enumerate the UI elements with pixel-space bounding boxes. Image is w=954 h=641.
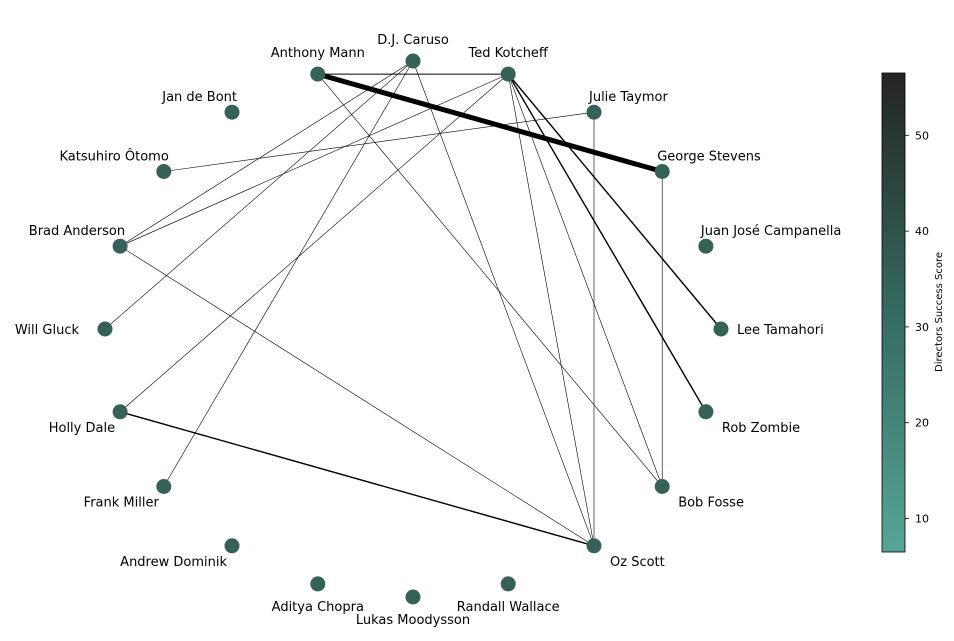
edge-julie-taymor-katsuhiro-otomo: [163, 111, 595, 172]
label-katsuhiro-otomo: Katsuhiro Ôtomo: [60, 149, 169, 165]
colorbar-tick-label-40: 40: [915, 225, 929, 238]
edge-ted-kotcheff-bob-fosse: [507, 73, 663, 487]
node-randall-wallace[interactable]: [500, 576, 516, 592]
node-katsuhiro-otomo[interactable]: [156, 164, 172, 179]
edge-dj-caruso-oz-scott: [412, 60, 595, 546]
label-jan-de-bont: Jan de Bont: [161, 90, 237, 105]
node-rob-zombie[interactable]: [698, 404, 714, 420]
edge-ted-kotcheff-brad-anderson: [119, 73, 509, 247]
label-holly-dale: Holly Dale: [49, 421, 115, 436]
node-juan-jose-campanella[interactable]: [698, 238, 714, 254]
label-oz-scott: Oz Scott: [610, 555, 665, 570]
colorbar-tick-label-10: 10: [915, 513, 929, 526]
node-frank-miller[interactable]: [156, 479, 172, 494]
node-jan-de-bont[interactable]: [224, 104, 240, 120]
label-juan-jose-campanella: Juan José Campanella: [700, 224, 841, 239]
node-george-stevens[interactable]: [654, 164, 670, 179]
label-lee-tamahori: Lee Tamahori: [737, 323, 824, 338]
label-aditya-chopra: Aditya Chopra: [272, 600, 364, 615]
edge-dj-caruso-will-gluck: [104, 60, 414, 330]
node-holly-dale[interactable]: [112, 404, 128, 420]
label-julie-taymor: Julie Taymor: [588, 90, 668, 105]
network-edges: [104, 60, 722, 547]
label-george-stevens: George Stevens: [657, 150, 761, 165]
edge-ted-kotcheff-rob-zombie: [507, 73, 707, 413]
edge-ted-kotcheff-oz-scott: [507, 74, 595, 546]
node-lukas-moodysson[interactable]: [405, 589, 421, 605]
edge-ted-kotcheff-lee-tamahori: [507, 73, 722, 330]
edge-anthony-mann-bob-fosse: [317, 73, 663, 487]
edge-brad-anderson-oz-scott: [119, 245, 595, 547]
label-will-gluck: Will Gluck: [15, 323, 80, 338]
node-ted-kotcheff[interactable]: [500, 66, 516, 82]
label-bob-fosse: Bob Fosse: [678, 496, 744, 511]
network-nodes: [97, 53, 729, 605]
node-julie-taymor[interactable]: [586, 104, 602, 120]
node-oz-scott[interactable]: [586, 538, 602, 554]
node-lee-tamahori[interactable]: [713, 321, 729, 337]
label-anthony-mann: Anthony Mann: [271, 46, 365, 61]
edge-dj-caruso-brad-anderson: [119, 60, 414, 247]
node-will-gluck[interactable]: [97, 321, 113, 337]
label-brad-anderson: Brad Anderson: [29, 224, 125, 239]
node-bob-fosse[interactable]: [654, 479, 670, 494]
node-brad-anderson[interactable]: [112, 238, 128, 254]
edge-anthony-mann-george-stevens: [317, 71, 663, 174]
label-rob-zombie: Rob Zombie: [722, 421, 800, 436]
colorbar: 10 20 30 40 50 Directors Success Score: [881, 72, 945, 553]
edge-holly-dale-oz-scott: [119, 411, 595, 547]
colorbar-gradient: [881, 72, 906, 553]
colorbar-ticks: 10 20 30 40 50: [905, 129, 929, 526]
node-dj-caruso[interactable]: [405, 53, 421, 69]
colorbar-tick-label-30: 30: [915, 321, 929, 334]
label-ted-kotcheff: Ted Kotcheff: [468, 46, 549, 61]
label-dj-caruso: D.J. Caruso: [377, 33, 449, 48]
edge-dj-caruso-frank-miller: [163, 60, 414, 487]
colorbar-tick-label-50: 50: [915, 129, 929, 142]
label-frank-miller: Frank Miller: [84, 496, 160, 511]
edge-ted-kotcheff-holly-dale: [119, 73, 509, 413]
label-randall-wallace: Randall Wallace: [457, 600, 560, 615]
node-andrew-dominik[interactable]: [224, 538, 240, 554]
label-lukas-moodysson: Lukas Moodysson: [356, 613, 470, 628]
node-anthony-mann[interactable]: [310, 66, 326, 82]
colorbar-label: Directors Success Score: [934, 252, 945, 372]
node-aditya-chopra[interactable]: [310, 576, 326, 592]
colorbar-tick-label-20: 20: [915, 417, 929, 430]
label-andrew-dominik: Andrew Dominik: [120, 555, 227, 570]
